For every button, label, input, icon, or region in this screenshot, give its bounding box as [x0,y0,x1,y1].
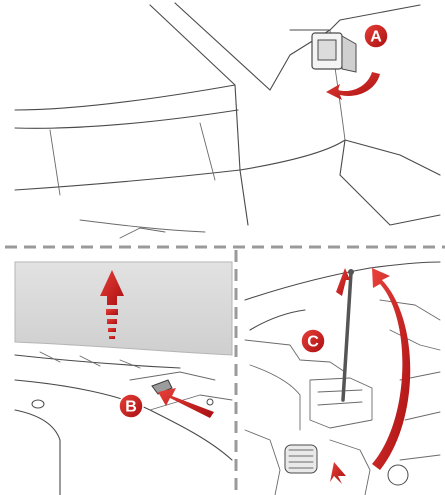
bonnet-release-handle [312,33,356,72]
rod-swing-arrow [372,268,410,470]
engine-line-3 [245,430,280,495]
grille-slats [40,352,140,368]
bonnet-inner-edge [250,310,305,330]
wing-line [390,330,440,350]
fixing-hole [207,399,213,405]
engine-line-2 [250,365,300,430]
pull-arrow [326,72,380,100]
headlamp-line [380,300,440,320]
callout-b: B [119,394,143,418]
door-upper-line [175,3,270,90]
front-edge-line [15,355,180,368]
floor-seam-1 [50,130,60,195]
latch-housing-top [130,372,215,380]
seat-rail-hint [80,220,205,232]
engine-ribs [318,390,362,405]
strut-top [388,465,408,485]
bottom-left-panel: B [15,262,232,495]
step-block-side [340,140,345,175]
top-panel-interior: A [15,3,440,238]
push-arrow [158,388,214,418]
prop-rod-tip [348,269,354,275]
kick-panel-edge [345,140,440,175]
bottom-right-panel: C [245,262,440,495]
callout-b-label: B [125,399,137,416]
bonnet-prop-rod [343,273,351,400]
kick-panel-line [240,140,345,170]
callout-c-label: C [307,334,319,351]
floor-edge-line [15,170,240,190]
fog-lamp-hole [32,400,44,408]
sill-line-lower [15,110,238,128]
door-edge-line [150,5,248,225]
callout-a: A [364,24,388,48]
dash-top-line [290,5,420,30]
rod-clip-arrow [330,462,346,484]
battery-cylinder [285,445,317,473]
callout-a-label: A [370,29,382,46]
wheel-arch-line [15,410,60,495]
bonnet-panel [15,262,232,355]
step-block [340,175,440,225]
bumper-line [15,380,232,460]
floor-seam-2 [200,123,215,180]
seat-rail-hint-2 [120,228,165,238]
sill-line [15,85,235,110]
callout-c: C [301,329,325,353]
engine-line-1 [245,340,345,372]
